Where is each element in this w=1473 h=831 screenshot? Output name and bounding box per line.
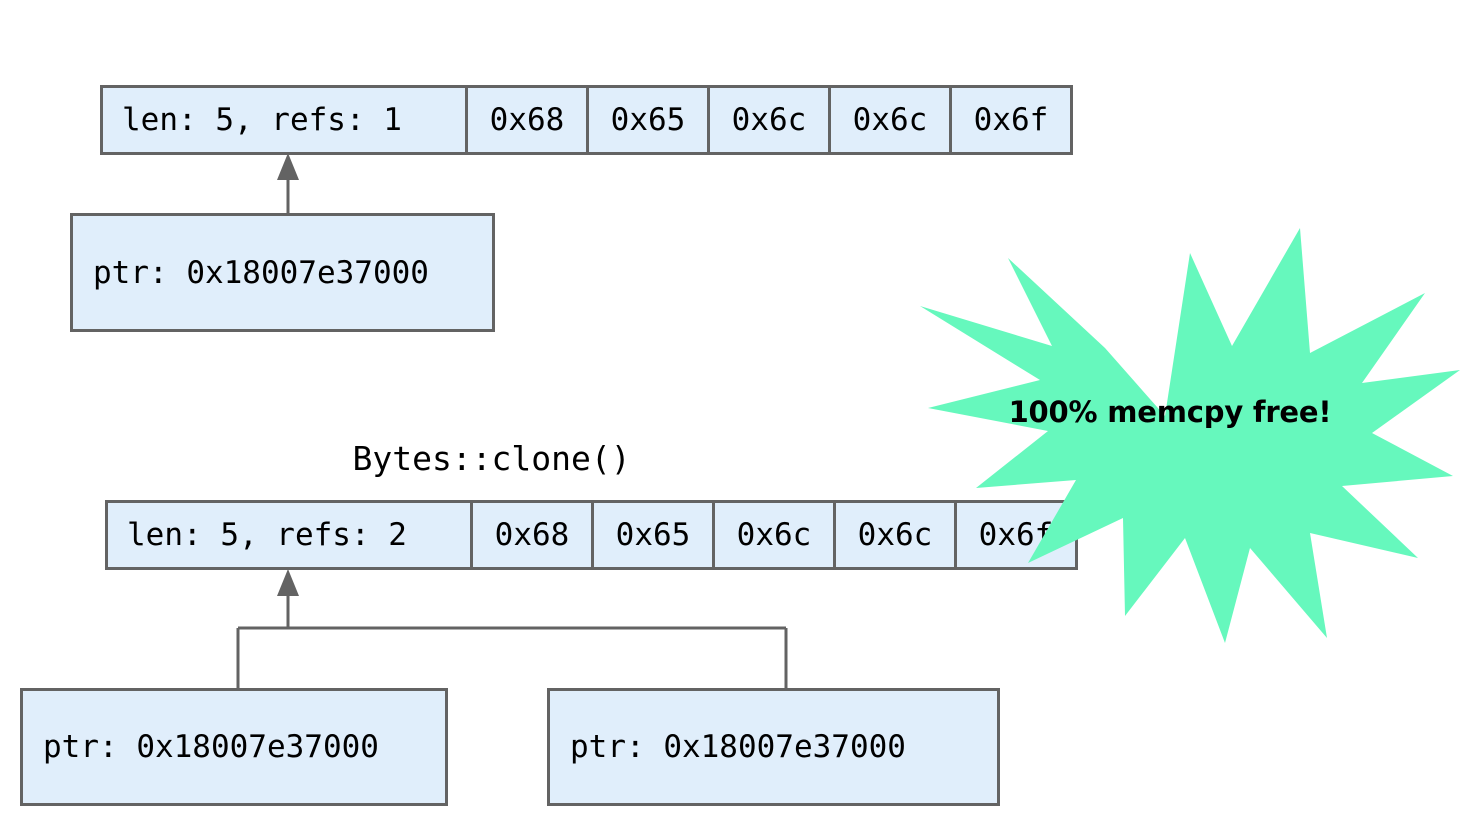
bottom-memory-row: len: 5, refs: 2 0x68 0x65 0x6c 0x6c 0x6f bbox=[105, 500, 1078, 570]
bottom-row-header-cell: len: 5, refs: 2 bbox=[105, 500, 473, 570]
memcpy-free-badge: 100% memcpy free! bbox=[880, 218, 1460, 643]
memcpy-free-badge-text: 100% memcpy free! bbox=[1008, 395, 1332, 429]
top-row-header-text: len: 5, refs: 1 bbox=[122, 102, 402, 138]
top-row-byte-cell-0: 0x68 bbox=[465, 85, 589, 155]
ptr-box-clone-right-label: ptr: 0x18007e37000 bbox=[570, 729, 906, 765]
bottom-row-byte-text-2: 0x6c bbox=[736, 517, 812, 553]
starburst-shape-icon bbox=[920, 228, 1460, 643]
top-row-byte-text-0: 0x68 bbox=[489, 102, 565, 138]
top-row-byte-cell-4: 0x6f bbox=[949, 85, 1073, 155]
ptr-box-clone-left-label: ptr: 0x18007e37000 bbox=[43, 729, 379, 765]
operation-label-text: Bytes::clone() bbox=[352, 439, 631, 478]
top-row-byte-cell-2: 0x6c bbox=[707, 85, 831, 155]
top-row-byte-text-2: 0x6c bbox=[731, 102, 807, 138]
bottom-row-header-text: len: 5, refs: 2 bbox=[127, 517, 407, 553]
top-row-byte-text-3: 0x6c bbox=[852, 102, 928, 138]
top-row-byte-cell-3: 0x6c bbox=[828, 85, 952, 155]
bottom-row-byte-text-0: 0x68 bbox=[494, 517, 570, 553]
arrow-head-top bbox=[277, 153, 299, 180]
top-row-byte-cell-1: 0x65 bbox=[586, 85, 710, 155]
arrow-head-bottom bbox=[277, 569, 299, 596]
ptr-box-original: ptr: 0x18007e37000 bbox=[70, 213, 495, 332]
operation-label: Bytes::clone() bbox=[273, 400, 631, 517]
top-memory-row: len: 5, refs: 1 0x68 0x65 0x6c 0x6c 0x6f bbox=[100, 85, 1073, 155]
bottom-row-byte-cell-2: 0x6c bbox=[712, 500, 836, 570]
ptr-box-original-label: ptr: 0x18007e37000 bbox=[93, 254, 429, 291]
top-row-byte-text-4: 0x6f bbox=[973, 102, 1049, 138]
top-row-byte-text-1: 0x65 bbox=[610, 102, 686, 138]
ptr-box-clone-left: ptr: 0x18007e37000 bbox=[20, 688, 448, 806]
bottom-row-byte-cell-1: 0x65 bbox=[591, 500, 715, 570]
ptr-box-clone-right: ptr: 0x18007e37000 bbox=[547, 688, 1000, 806]
top-row-header-cell: len: 5, refs: 1 bbox=[100, 85, 468, 155]
bottom-row-byte-text-1: 0x65 bbox=[615, 517, 691, 553]
bottom-row-byte-text-3: 0x6c bbox=[857, 517, 933, 553]
bottom-row-byte-cell-0: 0x68 bbox=[470, 500, 594, 570]
